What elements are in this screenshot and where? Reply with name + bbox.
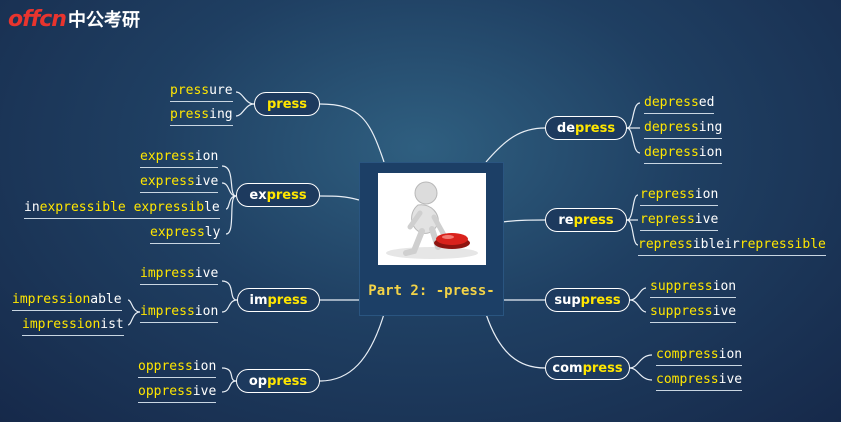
leaf-impressionist: impressionist	[22, 317, 124, 336]
brand-logo: offcn 中公考研	[8, 6, 140, 32]
leaf-impression: impression	[140, 304, 219, 323]
leaf-repression: repression	[640, 187, 719, 206]
leaf-repressive: repressive	[640, 212, 719, 231]
leaf-oppression: oppression	[138, 359, 217, 378]
press-button-illustration	[378, 173, 486, 265]
leaf-compressive: compressive	[656, 372, 743, 391]
leaf-expressive: expressive	[140, 174, 219, 193]
leaf-depressed: depressed	[644, 95, 715, 114]
leaf-pressure: pressure	[170, 83, 233, 102]
leaf-oppressive: oppressive	[138, 384, 217, 403]
leaf-repressible: repressibleirrepressible	[638, 237, 826, 256]
leaf-suppression: suppression	[650, 279, 737, 298]
leaf-compression: compression	[656, 347, 743, 366]
leaf-depressing: depressing	[644, 120, 723, 139]
branch-press: press	[254, 92, 320, 116]
leaf-impressive: impressive	[140, 266, 219, 285]
central-title: Part 2: -press-	[368, 283, 495, 299]
leaf-expression: expression	[140, 149, 219, 168]
logo-mark: offcn	[8, 6, 67, 32]
central-topic: Part 2: -press-	[359, 162, 504, 316]
leaf-impressionable: impressionable	[12, 292, 122, 311]
leaf-pressing: pressing	[170, 107, 233, 126]
leaf-expressly: expressly	[150, 225, 221, 244]
leaf-suppressive: suppressive	[650, 304, 737, 323]
leaf-depression: depression	[644, 145, 723, 164]
leaf-inexpressible: inexpressible expressible	[24, 200, 220, 219]
logo-text: 中公考研	[67, 10, 140, 31]
